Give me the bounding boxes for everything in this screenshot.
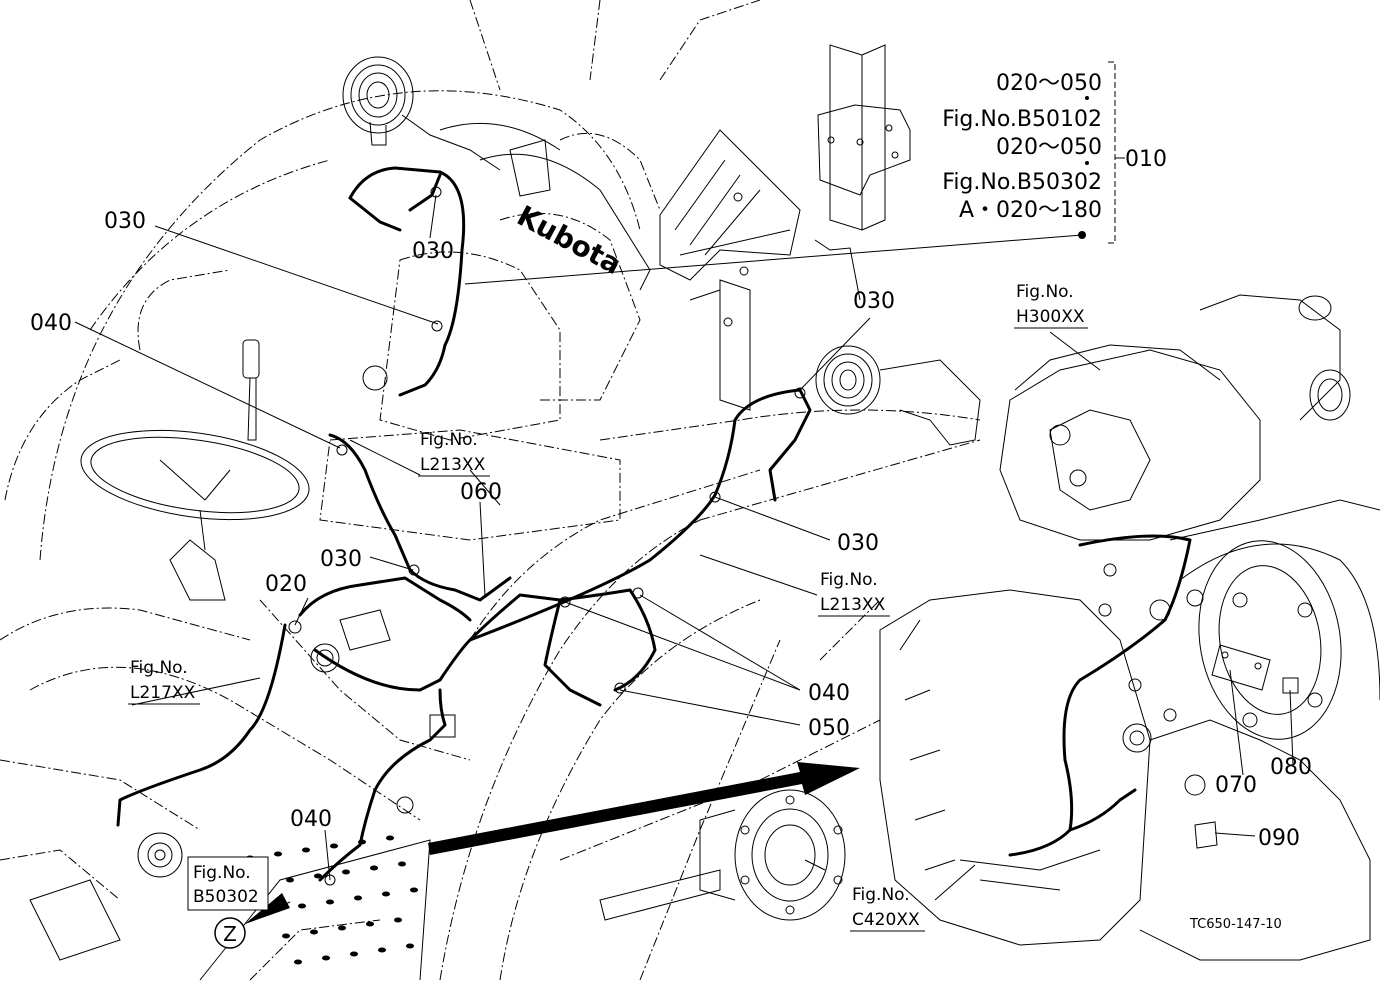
- floor-hole: [410, 887, 418, 893]
- part-block: 020～050 Fig.No.B50102 020～050 Fig.No.B50…: [942, 71, 1167, 223]
- floor-hole: [282, 933, 290, 939]
- callout-030[interactable]: 030: [837, 531, 879, 556]
- floor-hole: [286, 877, 294, 883]
- callouts: 030 030 040 030 030 030 060 020 040 050 …: [30, 209, 1312, 851]
- floor-hole: [386, 835, 394, 841]
- floor-hole: [326, 899, 334, 905]
- fig-ref-number: H300XX: [1016, 307, 1085, 327]
- fig-ref-label: Fig.No.: [193, 863, 251, 883]
- floor-hole: [398, 861, 406, 867]
- fender: Kubota: [439, 122, 651, 291]
- floor-hole: [322, 955, 330, 961]
- rops-pillar: [814, 44, 911, 301]
- axle-flange: [599, 789, 846, 921]
- callout-020[interactable]: 020: [265, 572, 307, 597]
- assembly-leader-dot: [1078, 231, 1086, 239]
- callout-030[interactable]: 030: [853, 289, 895, 314]
- upper-work-lamp: [342, 56, 501, 171]
- view-arrow: [245, 762, 860, 924]
- assembly-number-label[interactable]: 010: [1125, 147, 1167, 172]
- seat-bracket: [659, 129, 801, 411]
- fig-ref-label: Fig.No.: [420, 430, 478, 450]
- drawing-code: TC650-147-10: [1189, 917, 1282, 932]
- floor-hole: [394, 917, 402, 923]
- rear-connector: [29, 832, 183, 961]
- callout-080[interactable]: 080: [1270, 755, 1312, 780]
- fig-ref-number: L213XX: [820, 595, 886, 615]
- fig-ref-b50302[interactable]: Fig.No. B50302: [187, 856, 269, 911]
- lower-work-lamp: [815, 345, 981, 446]
- floor-hole: [350, 951, 358, 957]
- callout-040[interactable]: 040: [30, 311, 72, 336]
- view-marker-letter: Z: [223, 922, 237, 946]
- floor-hole: [314, 873, 322, 879]
- floor-hole: [366, 921, 374, 927]
- fig-ref-l213-lower[interactable]: Fig.No. L213XX: [818, 570, 890, 617]
- callout-040[interactable]: 040: [290, 807, 332, 832]
- hardware-bolts: [288, 186, 1299, 886]
- transmission-housing: [879, 294, 1380, 961]
- floor-hole: [302, 847, 310, 853]
- callout-090[interactable]: 090: [1258, 826, 1300, 851]
- tractor-body-outline: [0, 0, 981, 981]
- floor-hole: [310, 929, 318, 935]
- fig-ref-l213-upper[interactable]: Fig.No. L213XX: [418, 430, 490, 477]
- fig-ref-label: Fig.No.: [852, 885, 910, 905]
- steering-wheel: [80, 429, 310, 601]
- floor-hole: [406, 943, 414, 949]
- leader-lines: [74, 194, 1294, 901]
- fig-ref-number: B50302: [193, 887, 259, 907]
- fig-ref-h300[interactable]: Fig.No. H300XX: [1014, 282, 1088, 329]
- callout-030[interactable]: 030: [104, 209, 146, 234]
- figure-references: Fig.No. H300XX Fig.No. L213XX Fig.No. L2…: [128, 282, 1088, 932]
- fig-ref-label: Fig.No.: [820, 570, 878, 590]
- callout-040[interactable]: 040: [808, 681, 850, 706]
- fig-ref-c420[interactable]: Fig.No. C420XX: [850, 885, 925, 932]
- fig-ref-label: Fig.No.: [130, 658, 188, 678]
- gear-lever: [242, 339, 260, 441]
- part-block-line-4: Fig.No.B50302: [942, 170, 1102, 195]
- floor-hole: [382, 891, 390, 897]
- floor-hole: [298, 903, 306, 909]
- wiring-harness: [116, 166, 1192, 882]
- fig-ref-number: L213XX: [420, 455, 486, 475]
- floor-hole: [378, 947, 386, 953]
- fig-ref-label: Fig.No.: [1016, 282, 1074, 302]
- callout-060[interactable]: 060: [460, 480, 502, 505]
- fig-ref-l217[interactable]: Fig.No. L217XX: [128, 658, 200, 705]
- callout-030[interactable]: 030: [320, 547, 362, 572]
- floor-hole: [330, 843, 338, 849]
- callout-070[interactable]: 070: [1215, 773, 1257, 798]
- part-block-line-1: 020～050: [996, 71, 1102, 96]
- floor-hole: [342, 869, 350, 875]
- fig-ref-number: L217XX: [130, 683, 196, 703]
- part-block-line-2: Fig.No.B50102: [942, 107, 1102, 132]
- floor-hole: [338, 925, 346, 931]
- floor-hole: [370, 865, 378, 871]
- part-block-line-5: A・020～180: [959, 198, 1102, 223]
- part-block-line-3: 020～050: [996, 135, 1102, 160]
- floor-hole: [354, 895, 362, 901]
- part-block-bracket: [1085, 61, 1125, 244]
- fig-ref-number: C420XX: [852, 910, 920, 930]
- callout-030[interactable]: 030: [412, 239, 454, 264]
- view-marker-z[interactable]: Z: [214, 917, 246, 949]
- callout-050[interactable]: 050: [808, 716, 850, 741]
- floor-hole: [294, 959, 302, 965]
- floor-hole: [274, 851, 282, 857]
